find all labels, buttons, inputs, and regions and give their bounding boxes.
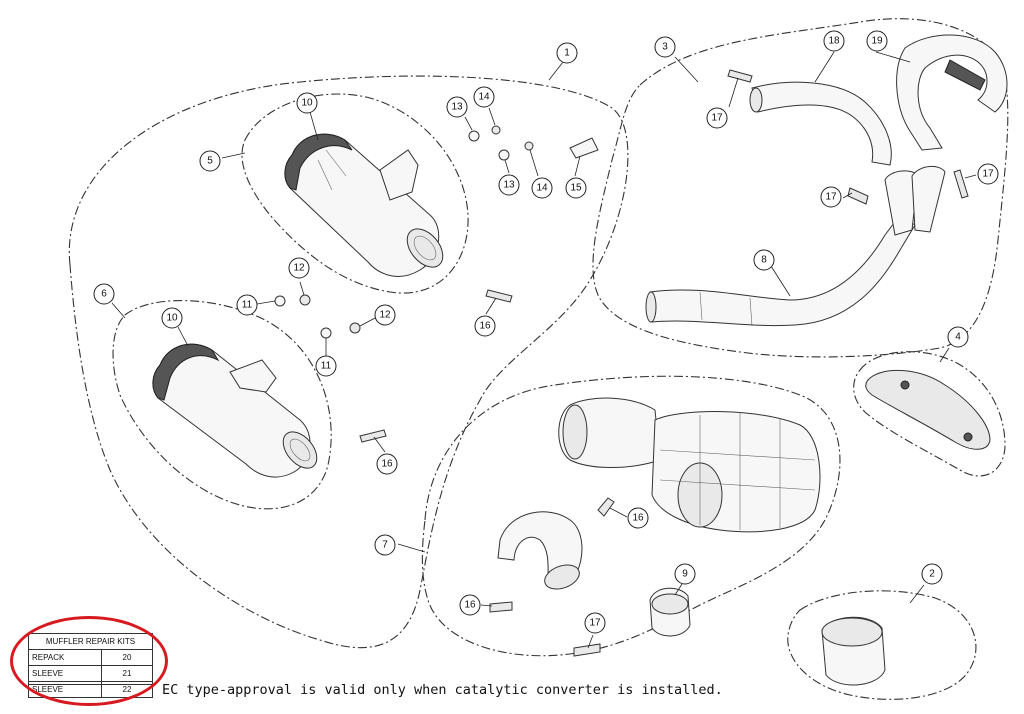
- heat-shield: [865, 369, 991, 450]
- svg-text:17: 17: [982, 169, 994, 180]
- svg-text:17: 17: [711, 113, 723, 124]
- callout-14-lower: 14: [531, 177, 553, 199]
- springs: [359, 69, 969, 657]
- svg-text:7: 7: [382, 540, 388, 551]
- callout-7: 7: [374, 534, 396, 556]
- svg-text:19: 19: [871, 36, 883, 47]
- svg-text:16: 16: [479, 321, 491, 332]
- catalytic-collector: [558, 397, 821, 533]
- svg-text:17: 17: [825, 192, 837, 203]
- callout-4: 4: [947, 326, 969, 348]
- link-pipe-7: [497, 511, 583, 590]
- callout-14-upper: 14: [473, 86, 495, 108]
- sleeve-9: [649, 587, 691, 637]
- svg-text:10: 10: [301, 98, 313, 109]
- group-5-outline: [241, 93, 469, 294]
- callout-13-upper: 13: [446, 96, 468, 118]
- callout-11-lower: 11: [315, 355, 337, 377]
- callout-18: 18: [823, 30, 845, 52]
- callout-15: 15: [565, 177, 587, 199]
- svg-text:3: 3: [662, 42, 668, 53]
- group-2-outline: [787, 590, 977, 700]
- group-7-outline: [421, 375, 841, 657]
- svg-text:14: 14: [536, 183, 548, 194]
- callout-17-c: 17: [820, 186, 842, 208]
- callout-12-right: 12: [374, 304, 396, 326]
- callout-16-a: 16: [474, 315, 496, 337]
- link-pipe-18: [749, 81, 892, 166]
- callout-3: 3: [654, 36, 676, 58]
- svg-text:16: 16: [632, 513, 644, 524]
- svg-text:18: 18: [828, 36, 840, 47]
- svg-text:9: 9: [682, 569, 688, 580]
- callout-17-d: 17: [977, 163, 999, 185]
- callout-16-c: 16: [627, 507, 649, 529]
- svg-text:11: 11: [321, 361, 332, 372]
- svg-text:17: 17: [589, 618, 601, 629]
- header-pipe: [645, 166, 946, 327]
- svg-text:8: 8: [761, 255, 767, 266]
- callout-19: 19: [866, 30, 888, 52]
- callout-8: 8: [753, 249, 775, 271]
- callout-16-b: 16: [376, 453, 398, 475]
- svg-text:4: 4: [955, 332, 961, 343]
- svg-text:12: 12: [293, 263, 305, 274]
- svg-text:5: 5: [207, 156, 213, 167]
- callout-12-upper: 12: [288, 257, 310, 279]
- svg-text:10: 10: [166, 313, 178, 324]
- svg-text:6: 6: [101, 289, 107, 300]
- svg-text:2: 2: [929, 569, 935, 580]
- link-pipe-19: [896, 34, 1008, 151]
- repair-kits-highlight-circle: [10, 616, 168, 706]
- callout-16-d: 16: [459, 594, 481, 616]
- svg-text:1: 1: [564, 48, 570, 59]
- callout-9: 9: [674, 563, 696, 585]
- svg-text:15: 15: [570, 183, 582, 194]
- catalytic-approval-note: EC type-approval is valid only when cata…: [162, 682, 723, 698]
- muffler-upper: [284, 133, 444, 277]
- svg-text:16: 16: [381, 459, 393, 470]
- callout-17-b: 17: [706, 107, 728, 129]
- callout-5: 5: [199, 150, 221, 172]
- callout-10-upper: 10: [296, 92, 318, 114]
- svg-text:13: 13: [451, 102, 463, 113]
- callout-11-left: 11: [236, 294, 258, 316]
- fasteners: [274, 125, 599, 339]
- svg-text:11: 11: [242, 300, 253, 311]
- svg-text:16: 16: [464, 600, 476, 611]
- muffler-lower: [152, 343, 318, 478]
- group-1-outline: [68, 75, 629, 649]
- svg-text:12: 12: [379, 310, 391, 321]
- callout-1: 1: [556, 42, 578, 64]
- callout-2: 2: [921, 563, 943, 585]
- sleeve-2: [821, 616, 886, 686]
- group-4-outline: [853, 351, 1006, 477]
- callout-13-lower: 13: [498, 174, 520, 196]
- svg-text:13: 13: [503, 180, 515, 191]
- leader-lines: [111, 51, 977, 649]
- callout-10-lower: 10: [161, 307, 183, 329]
- svg-text:14: 14: [478, 92, 490, 103]
- callout-6: 6: [93, 283, 115, 305]
- callout-17-a: 17: [584, 612, 606, 634]
